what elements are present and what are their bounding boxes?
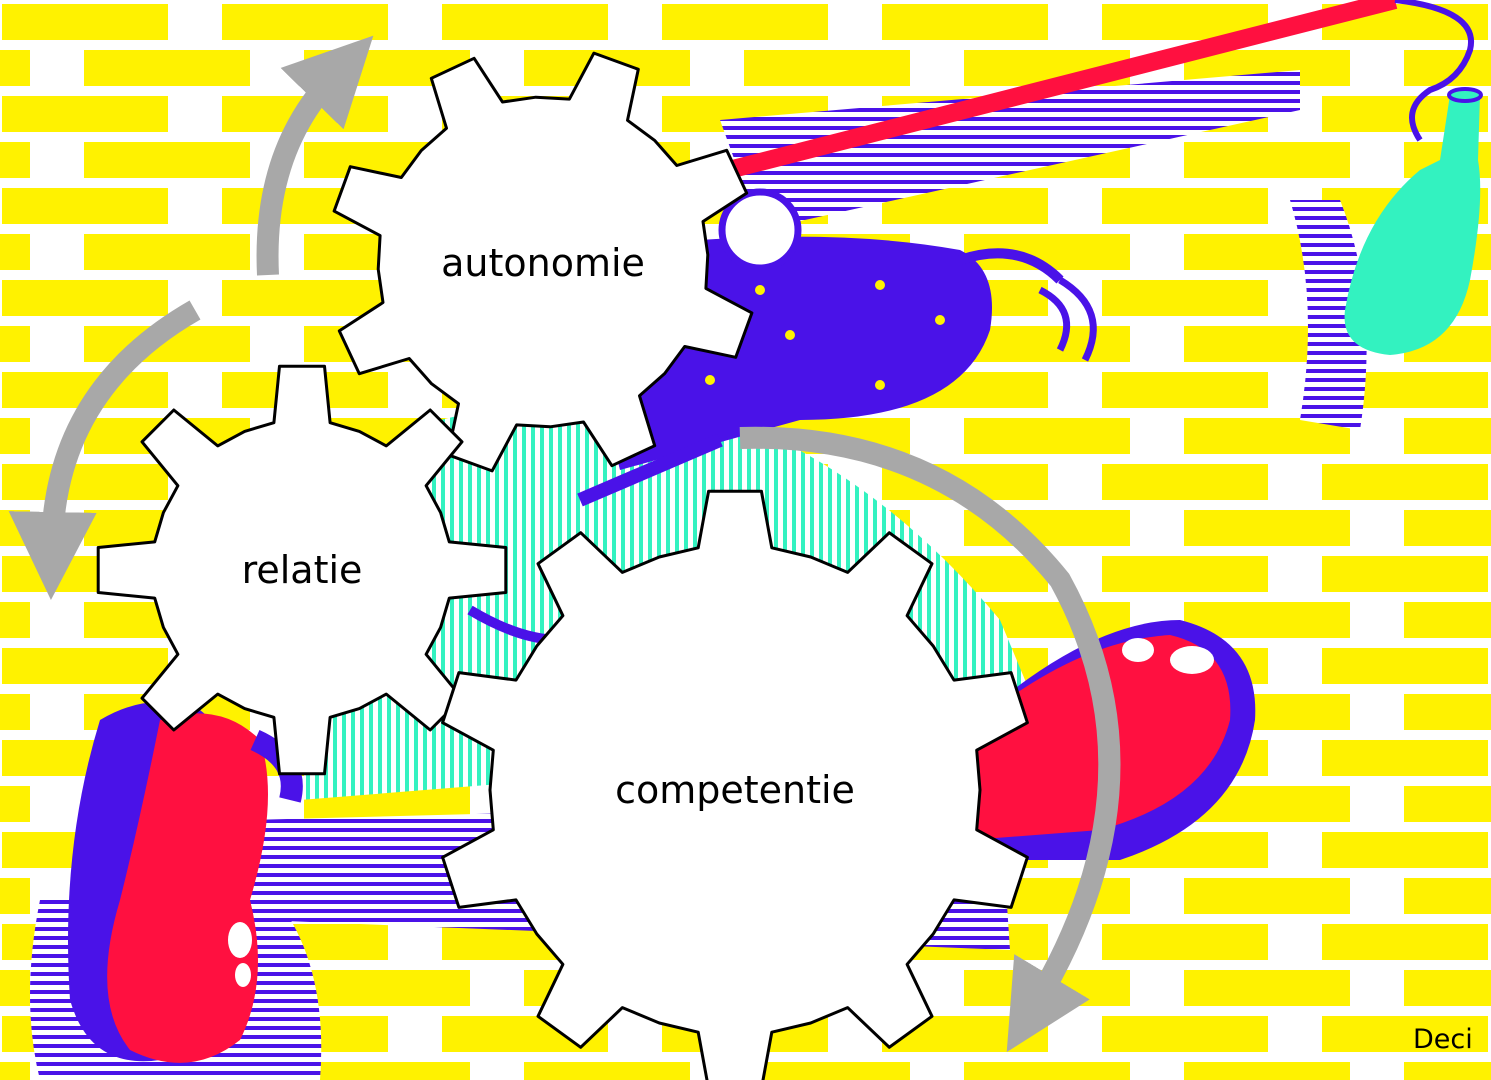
cycle-arrow-icon xyxy=(256,35,374,276)
gear-icon xyxy=(332,51,754,473)
gear-label-relatie: relatie xyxy=(242,548,363,592)
gear-outline xyxy=(332,51,754,473)
cycle-arrow-icon xyxy=(739,426,1121,1053)
gear-label-competentie: competentie xyxy=(615,768,855,812)
cartoon-figure-illustration xyxy=(30,0,1483,1080)
cycle-arrows xyxy=(8,35,1121,1053)
gear-label-autonomie: autonomie xyxy=(441,241,645,285)
cycle-arrow-icon xyxy=(8,300,201,600)
gear-icon xyxy=(441,489,1029,1080)
gear-icon xyxy=(96,364,508,776)
gear-outline xyxy=(96,364,508,776)
footer-text: Deci xyxy=(1413,1024,1473,1055)
gear-outline xyxy=(441,489,1029,1080)
